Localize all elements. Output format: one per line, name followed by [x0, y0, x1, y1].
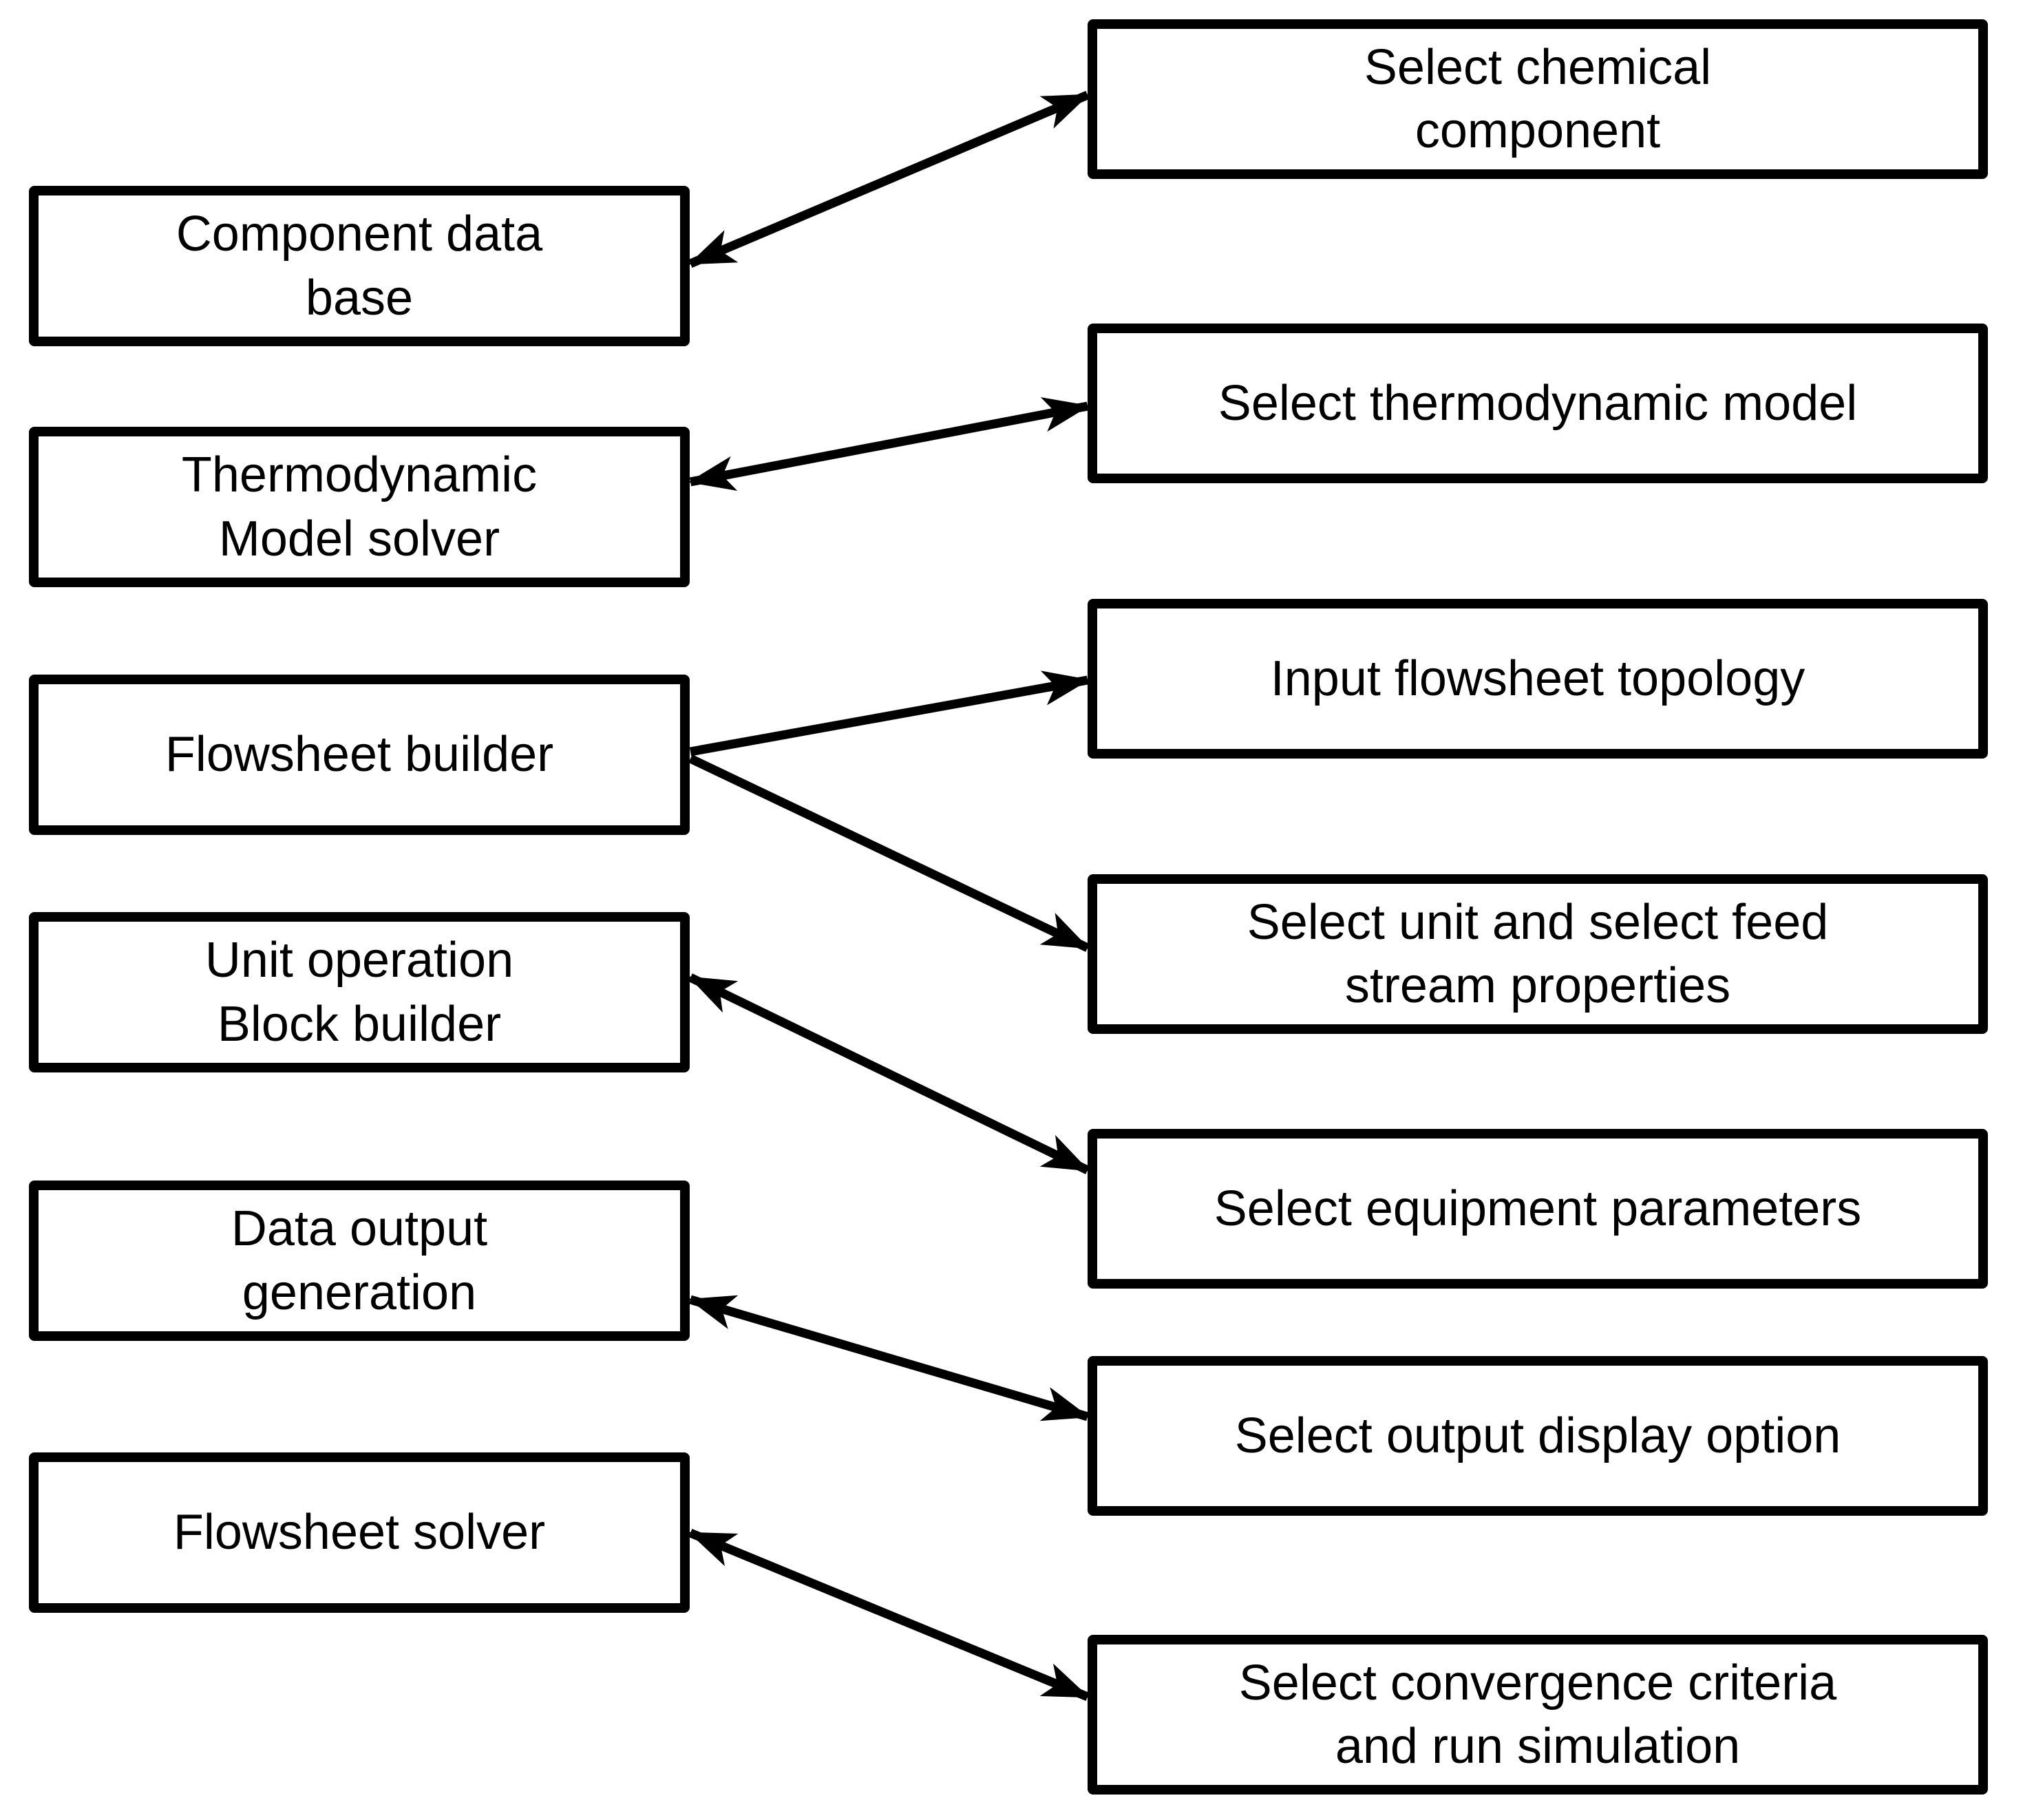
box-component-data-base: Component data base	[29, 186, 690, 346]
box-data-output-generation: Data output generation	[29, 1181, 690, 1341]
arrow-component-database-select-chemical-component	[688, 91, 1090, 268]
box-select-unit-and-feed-stream-properties: Select unit and select feed stream prope…	[1088, 874, 1988, 1034]
arrow-thermodynamic-model-solver-select-thermodynamic-model	[688, 397, 1090, 491]
box-flowsheet-builder: Flowsheet builder	[29, 675, 690, 835]
box-flowsheet-solver: Flowsheet solver	[29, 1452, 690, 1613]
box-select-convergence-criteria-run-simulation: Select convergence criteria and run simu…	[1088, 1635, 1988, 1795]
arrow-flowsheet-builder-select-unit-feed-stream	[688, 754, 1090, 952]
box-select-output-display-option: Select output display option	[1088, 1356, 1988, 1516]
arrow-flowsheet-builder-input-flowsheet-topology	[689, 670, 1090, 756]
box-thermodynamic-model-solver: Thermodynamic Model solver	[29, 427, 690, 587]
arrow-unit-operation-block-builder-select-equipment-parameters	[688, 973, 1090, 1174]
box-input-flowsheet-topology: Input flowsheet topology	[1088, 599, 1988, 759]
arrow-flowsheet-solver-select-convergence-criteria	[688, 1528, 1090, 1702]
box-unit-operation-block-builder: Unit operation Block builder	[29, 912, 690, 1072]
box-select-chemical-component: Select chemical component	[1088, 19, 1988, 179]
box-select-thermodynamic-model: Select thermodynamic model	[1088, 324, 1988, 483]
arrow-data-output-generation-select-output-display-option	[688, 1295, 1090, 1421]
box-select-equipment-parameters: Select equipment parameters	[1088, 1129, 1988, 1289]
